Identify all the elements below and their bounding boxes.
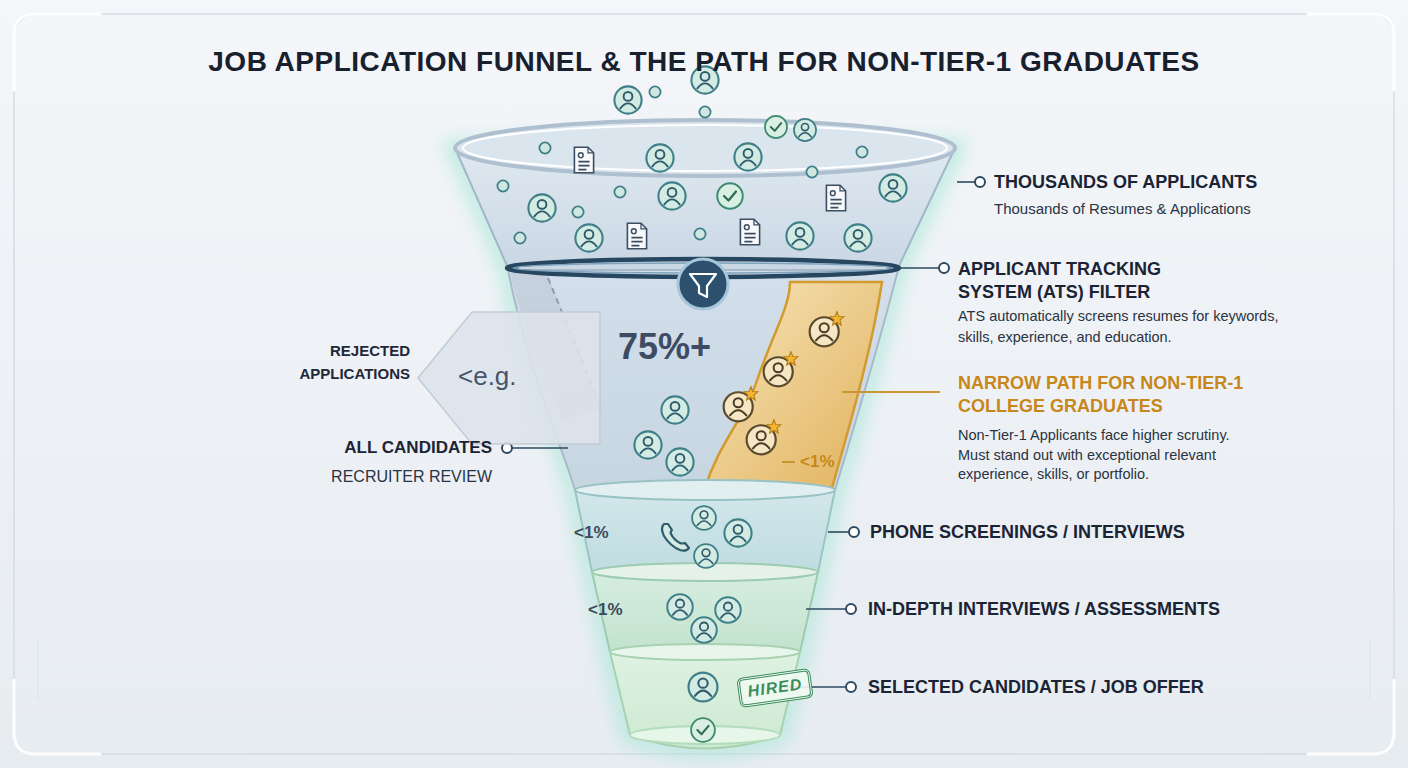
- leader-dot: [975, 177, 985, 187]
- star-person-icon: [747, 420, 781, 455]
- leader-line: [899, 267, 939, 269]
- dot-icon: [572, 206, 583, 217]
- dot-icon: [806, 166, 817, 177]
- hired-stamp: HIRED: [736, 668, 813, 708]
- leader-line: [842, 391, 940, 393]
- resume-icon: [826, 185, 845, 211]
- dot-icon: [856, 146, 867, 157]
- person-icon: [528, 194, 555, 221]
- leader-dot: [846, 682, 856, 692]
- person-icon: [666, 448, 693, 475]
- person-icon: [794, 119, 816, 141]
- funnel-rim: [455, 120, 955, 176]
- filter-symbol: [690, 274, 716, 297]
- diagram-title: JOB APPLICATION FUNNEL & THE PATH FOR NO…: [0, 44, 1408, 79]
- leader-line: [828, 531, 849, 533]
- stage-title: IN-DEPTH INTERVIEWS / ASSESSMENTS: [868, 598, 1308, 621]
- percent-label: <1%: [588, 599, 638, 620]
- person-icon: [614, 86, 641, 113]
- leader-dot: [849, 527, 859, 537]
- percent-label: <1%: [574, 522, 624, 543]
- leader-line: [512, 447, 568, 449]
- check-icon: [765, 116, 787, 138]
- stage-description: ATS automatically screens resumes for ke…: [958, 306, 1303, 348]
- frame-corner: [1308, 14, 1394, 90]
- dot-icon: [539, 142, 550, 153]
- person-icon: [715, 597, 741, 623]
- person-icon: [692, 506, 716, 530]
- leader-line: [782, 461, 795, 463]
- rejected-percent: 75%+: [618, 324, 718, 369]
- leader-line: [806, 608, 846, 610]
- person-icon: [575, 224, 602, 251]
- person-icon: [646, 144, 673, 171]
- stage-title: APPLICANT TRACKING SYSTEM (ATS) FILTER: [958, 258, 1188, 305]
- dot-icon: [699, 106, 710, 117]
- funnel-glow: [455, 148, 955, 749]
- star-person-icon: [810, 312, 844, 347]
- check-icon: [717, 183, 743, 209]
- rejected-heading: REJECTED APPLICATIONS: [260, 340, 410, 385]
- person-icon: [634, 431, 661, 458]
- person-icon: [694, 544, 718, 568]
- band-rim: [575, 480, 835, 500]
- resume-icon: [740, 219, 759, 245]
- leader-line: [957, 181, 975, 183]
- path-title: NARROW PATH FOR NON-TIER-1 COLLEGE GRADU…: [958, 372, 1288, 419]
- resume-icon: [627, 223, 646, 249]
- resume-icon: [574, 147, 593, 173]
- stage-description: RECRUITER REVIEW: [300, 467, 492, 487]
- phone-stage-band: [575, 490, 835, 581]
- band-rim: [610, 644, 800, 660]
- stage-title: SELECTED CANDIDATES / JOB OFFER: [868, 676, 1308, 699]
- check-icon: [691, 718, 715, 742]
- stage-description: Thousands of Resumes & Applications: [994, 200, 1374, 219]
- filter-badge: [678, 259, 728, 309]
- stage-title: THOUSANDS OF APPLICANTS: [994, 171, 1354, 194]
- person-icon: [724, 519, 751, 546]
- person-icon: [658, 182, 685, 209]
- funnel-rim-highlight: [463, 125, 947, 171]
- percent-label: <1%: [800, 451, 860, 472]
- frame-corner: [14, 14, 100, 90]
- person-icon: [786, 222, 813, 249]
- frame-corner: [14, 680, 100, 754]
- frame-corners: [14, 14, 1394, 754]
- person-icon: [844, 224, 871, 251]
- dot-icon: [614, 186, 625, 197]
- rejected-example: <e.g.: [458, 360, 568, 393]
- dot-icon: [497, 180, 508, 191]
- person-icon: [879, 174, 906, 201]
- hired-text: HIRED: [740, 671, 811, 704]
- person-icon: [691, 617, 717, 643]
- dot-icon: [514, 232, 525, 243]
- person-icon: [667, 594, 693, 620]
- leader-dot: [939, 263, 949, 273]
- frame: [14, 14, 1394, 754]
- dot-icon: [649, 86, 660, 97]
- person-icon: [734, 143, 761, 170]
- stage-title: ALL CANDIDATES: [300, 437, 492, 458]
- phone-icon: [662, 524, 689, 551]
- dot-icon: [694, 228, 705, 239]
- person-icon: [689, 673, 718, 702]
- arrow-shape: [418, 312, 600, 444]
- frame-corner: [1308, 680, 1394, 754]
- interview-stage-band: [592, 572, 818, 660]
- rejected-arrow: REJECTED APPLICATIONS<e.g.75%+: [300, 300, 700, 450]
- star-person-icon: [764, 352, 798, 387]
- leader-dot: [846, 604, 856, 614]
- person-icon: [661, 396, 688, 423]
- star-person-icon: [724, 387, 758, 422]
- path-description: Non-Tier-1 Applicants face higher scruti…: [958, 426, 1258, 485]
- stage-title: PHONE SCREENINGS / INTERVIEWS: [870, 521, 1290, 544]
- narrow-path-band: [705, 282, 882, 488]
